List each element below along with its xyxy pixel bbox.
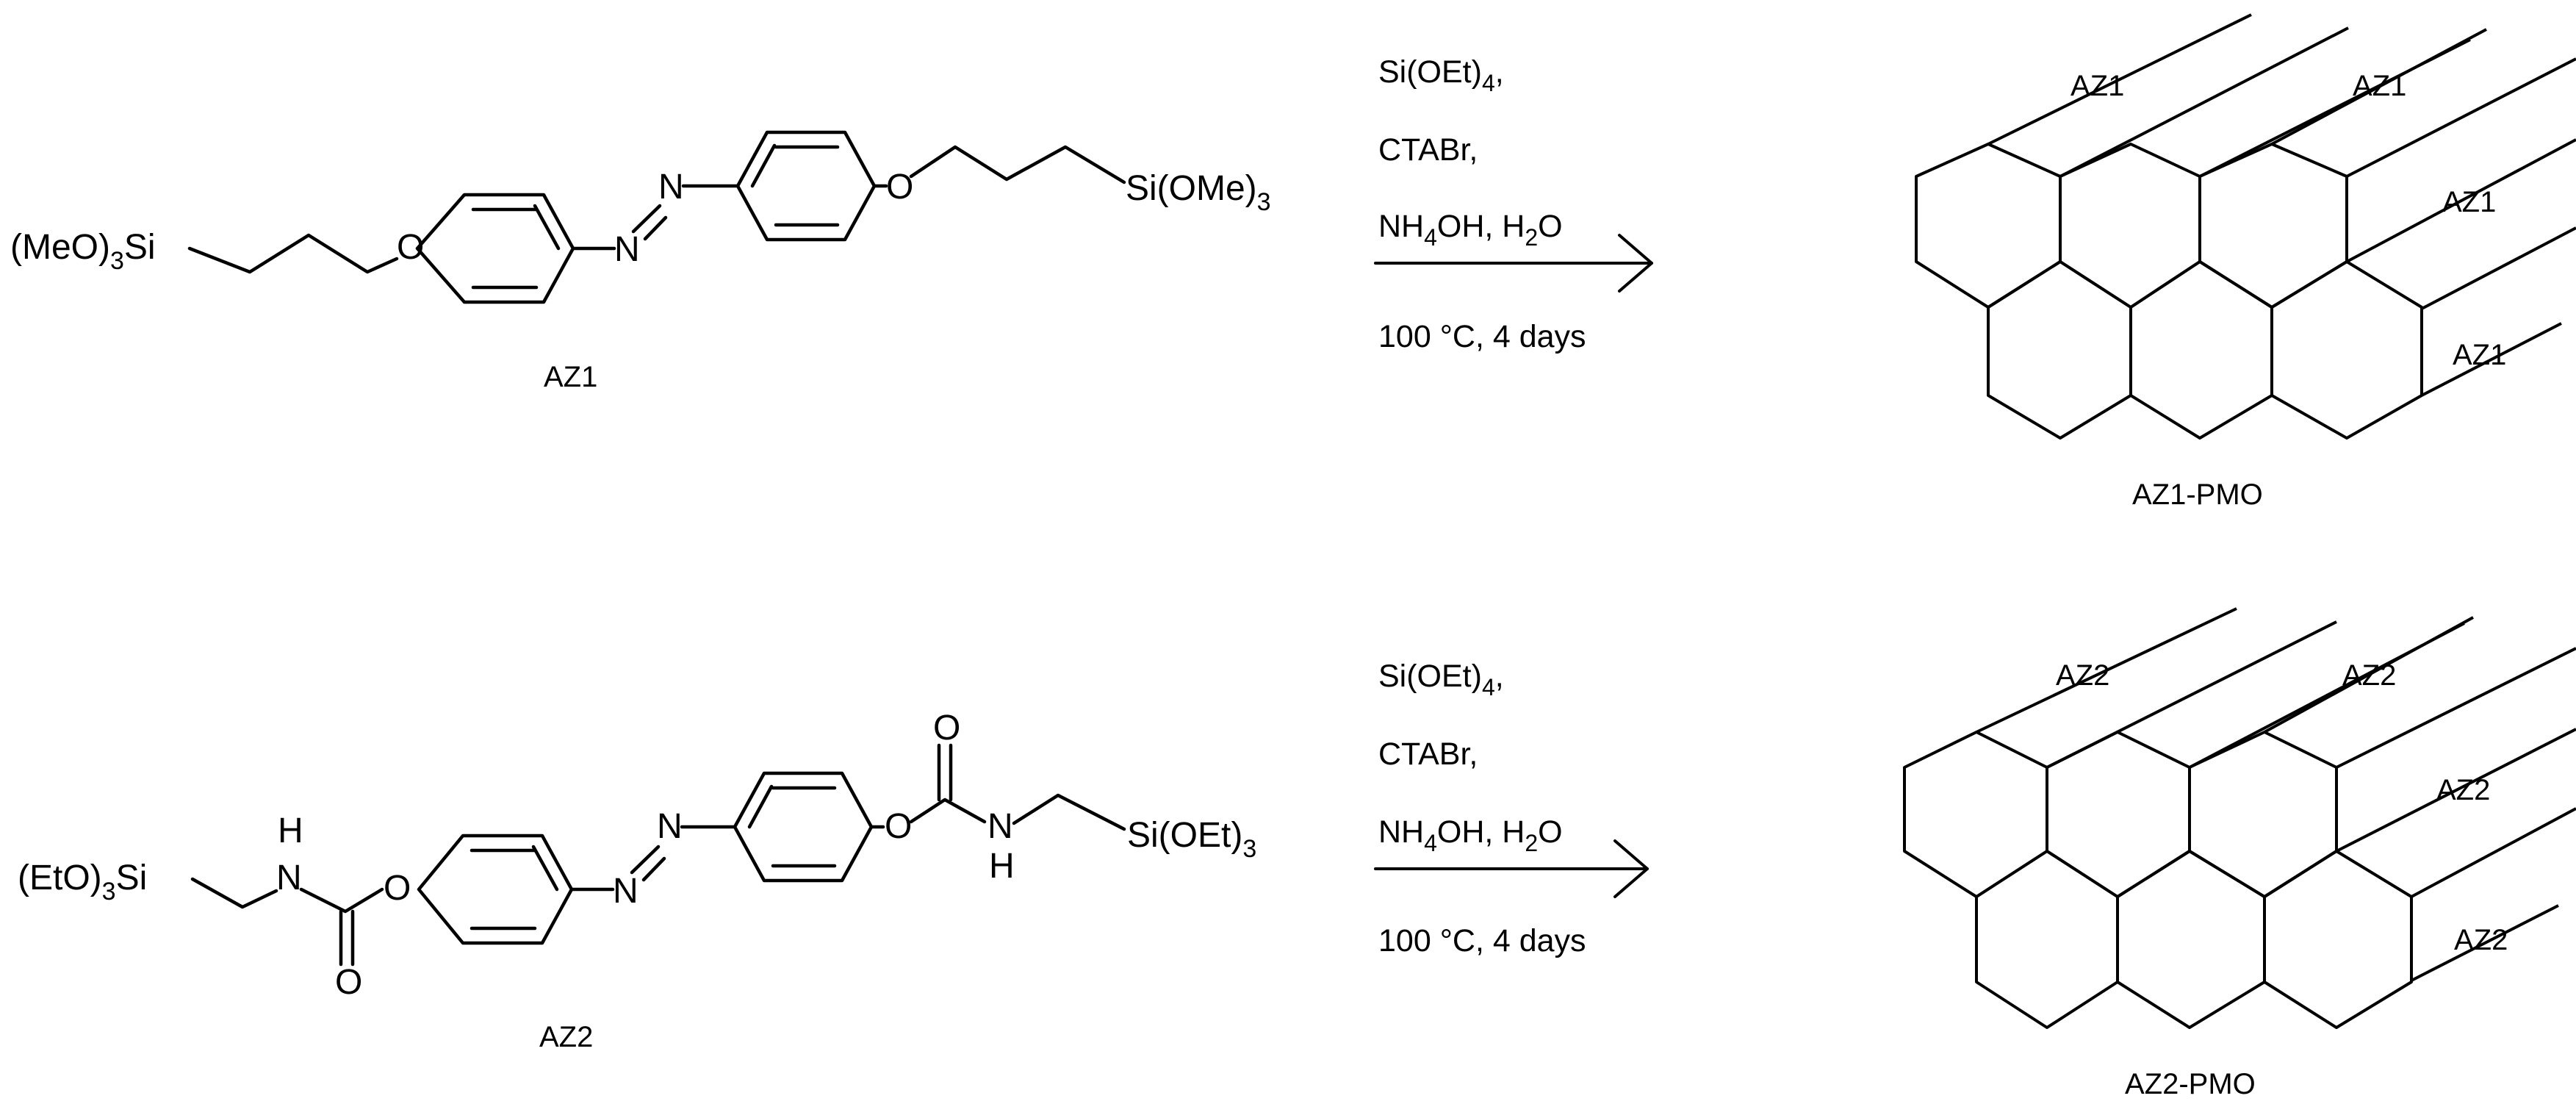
az1-right-group: Si(OMe)3 (1126, 169, 1271, 216)
az1-pmo-channels (1987, 13, 2576, 397)
az2-left-carbamate (299, 887, 384, 914)
az2-pmo-label: AZ2 (2056, 659, 2109, 692)
az1-reaction-conditions: Si(OEt)4, CTABr, NH4OH, H2O 100 °C, 4 da… (1378, 54, 1586, 354)
az2-azo-n-top: N (657, 807, 683, 846)
az2-left-methylene (190, 877, 278, 909)
az2-cond-ctabr: CTABr, (1378, 736, 1478, 772)
az2-caption: AZ2 (539, 1021, 593, 1053)
az1-reaction-arrow (1374, 234, 1653, 293)
az2-cond-base: NH4OH, H2O (1378, 814, 1563, 856)
az2-left-nh-h: H (278, 811, 303, 850)
az2-reaction-conditions: Si(OEt)4, CTABr, NH4OH, H2O 100 °C, 4 da… (1378, 659, 1586, 958)
az2-pmo-caption: AZ2-PMO (2125, 1068, 2256, 1100)
az1-right-benzene-ring (735, 130, 877, 242)
az1-molecule: (MeO)3Si O N N O Si(OMe)3 (10, 130, 1271, 393)
az2-right-carbonyl-o: O (933, 709, 960, 748)
az2-right-group: Si(OEt)3 (1127, 816, 1256, 863)
az2-pmo-honeycomb: AZ2 AZ2 AZ2 AZ2 AZ2-PMO (1903, 607, 2576, 1100)
az2-left-ester-o: O (384, 869, 411, 908)
az1-pmo-caption: AZ1-PMO (2132, 478, 2263, 511)
az1-cond-teos: Si(OEt)4, (1378, 54, 1504, 96)
az2-pmo-label: AZ2 (2454, 924, 2508, 956)
az1-left-group: (MeO)3Si (10, 228, 156, 275)
az1-cond-ctabr: CTABr, (1378, 132, 1478, 168)
az1-pmo-hexagons (1915, 143, 2423, 440)
az1-azo-linkage: N N (571, 168, 740, 269)
az2-pmo-label: AZ2 (2436, 774, 2490, 806)
az1-azo-n-top: N (658, 168, 684, 207)
az2-pmo-label: AZ2 (2342, 659, 2396, 692)
az1-caption: AZ1 (544, 361, 597, 393)
az2-cond-teos: Si(OEt)4, (1378, 659, 1504, 700)
az1-pmo-label: AZ1 (2353, 70, 2406, 102)
az1-left-propyl-chain (187, 233, 399, 274)
az1-pmo-label: AZ1 (2453, 339, 2506, 371)
az1-right-ether-o: O (886, 168, 913, 207)
az2-pmo-channels (1976, 607, 2576, 982)
az2-right-ester-o: O (885, 807, 912, 846)
az1-right-propyl-chain (909, 145, 1126, 184)
az2-pmo-hexagons (1903, 731, 2413, 1029)
az2-right-carbamate (909, 797, 987, 824)
az2-right-nh-h: H (989, 847, 1015, 886)
az1-pmo-label: AZ1 (2070, 70, 2124, 102)
az2-molecule: (EtO)3Si N H O O N N (18, 709, 1256, 1053)
az2-reaction-arrow (1374, 839, 1649, 898)
az1-azo-n-bottom: N (614, 230, 640, 269)
az2-right-benzene-ring (733, 771, 874, 883)
az2-left-group: (EtO)3Si (18, 859, 147, 906)
az2-azo-n-bottom: N (613, 872, 638, 911)
az1-pmo-label: AZ1 (2442, 186, 2496, 218)
az1-cond-base: NH4OH, H2O (1378, 209, 1563, 251)
az2-left-nh-n: N (276, 859, 302, 897)
az2-azo-linkage: N N (569, 807, 737, 911)
az2-right-methylene (1012, 793, 1126, 831)
az1-cond-temperature: 100 °C, 4 days (1378, 319, 1586, 354)
az1-pmo-honeycomb: AZ1 AZ1 AZ1 AZ1 AZ1-PMO (1915, 13, 2576, 511)
az1-left-benzene-ring (415, 193, 575, 304)
az2-left-benzene-ring (417, 834, 574, 945)
az2-cond-temperature: 100 °C, 4 days (1378, 923, 1586, 958)
az2-left-carbonyl-o: O (335, 963, 362, 1002)
az2-right-nh-n: N (987, 807, 1013, 846)
